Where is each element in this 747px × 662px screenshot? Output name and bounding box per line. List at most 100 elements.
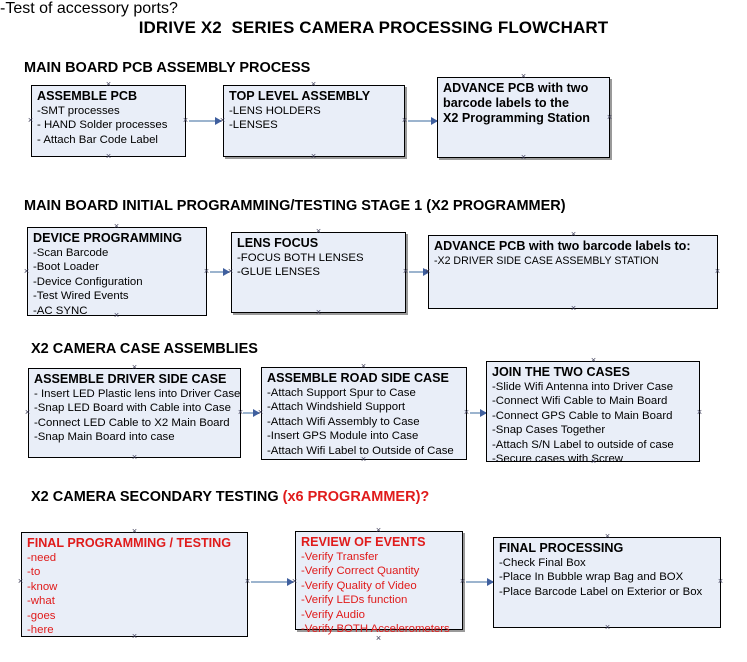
node-line: -AC SYNC	[33, 304, 88, 317]
node-line: -Device Configuration	[33, 275, 143, 288]
node-final-processing[interactable]: FINAL PROCESSING -Check Final Box -Place…	[493, 537, 721, 628]
node-title: DEVICE PROGRAMMING	[33, 231, 183, 245]
node-title: ASSEMBLE DRIVER SIDE CASE	[34, 372, 227, 386]
connection-handle-right[interactable]	[714, 268, 721, 275]
node-line: -Attach Windshield Support	[267, 401, 406, 414]
connection-handle-left[interactable]	[227, 268, 234, 275]
node-assemble-pcb[interactable]: ASSEMBLE PCB -SMT processes - HAND Solde…	[31, 85, 186, 157]
connection-handle-left[interactable]	[17, 578, 24, 585]
connection-handle-right[interactable]	[182, 117, 189, 124]
node-review-of-events[interactable]: REVIEW OF EVENTS -Verify Transfer -Verif…	[295, 531, 463, 635]
node-line: -Connect Wifi Cable to Main Board	[492, 395, 668, 408]
node-line: -goes	[27, 609, 56, 622]
connection-handle-top[interactable]	[520, 73, 527, 80]
connection-handle-left[interactable]	[24, 409, 31, 416]
node-line: -Boot Loader	[33, 261, 99, 274]
node-line: -Connect LED Cable to X2 Main Board	[34, 416, 230, 429]
connection-handle-right[interactable]	[696, 409, 703, 416]
section-heading-x2-camera-case-assemblies: X2 CAMERA CASE ASSEMBLIES	[31, 341, 258, 357]
node-title: FINAL PROCESSING	[499, 541, 624, 555]
connection-handle-bottom[interactable]	[310, 153, 317, 160]
node-line: -Verify BOTH Accelerometers	[301, 623, 450, 636]
node-line: -Check Final Box	[499, 557, 586, 569]
connection-handle-bottom[interactable]	[375, 635, 382, 642]
node-line: -Connect GPS Cable to Main Board	[492, 409, 673, 422]
section-heading-main-board-pcb-assembly: MAIN BOARD PCB ASSEMBLY PROCESS	[24, 60, 311, 76]
node-title: ADVANCE PCB with two	[443, 81, 589, 95]
node-title: ASSEMBLE PCB	[37, 89, 138, 103]
connection-handle-top[interactable]	[310, 81, 317, 88]
connection-handle-top[interactable]	[604, 533, 611, 540]
connection-handle-left[interactable]	[424, 268, 431, 275]
node-advance-pcb-driver-side-case[interactable]: ADVANCE PCB with two barcode labels to: …	[428, 235, 718, 309]
connection-handle-left[interactable]	[23, 268, 30, 275]
node-line: -FOCUS BOTH LENSES	[237, 252, 364, 264]
connection-handle-top[interactable]	[131, 364, 138, 371]
connection-handle-bottom[interactable]	[131, 454, 138, 461]
connection-handle-top[interactable]	[570, 231, 577, 238]
node-line: -Test Wired Events	[33, 290, 129, 303]
node-line: -know	[27, 580, 58, 593]
connection-handle-bottom[interactable]	[590, 458, 597, 465]
node-line: -Slide Wifi Antenna into Driver Case	[492, 381, 674, 393]
node-device-programming[interactable]: DEVICE PROGRAMMING -Scan Barcode -Boot L…	[27, 227, 207, 317]
node-title: REVIEW OF EVENTS	[301, 535, 426, 549]
connection-handle-top[interactable]	[375, 527, 382, 534]
node-line: -LENSES	[229, 119, 278, 132]
connection-handle-bottom[interactable]	[570, 305, 577, 312]
node-line: -Verify LEDs function	[301, 594, 408, 607]
node-line: X2 Programming Station	[443, 111, 590, 125]
node-line: -here	[27, 624, 54, 637]
connection-handle-right[interactable]	[244, 578, 251, 585]
node-line: -Verify Audio	[301, 608, 365, 621]
connection-handle-right[interactable]	[463, 409, 470, 416]
node-join-the-two-cases[interactable]: JOIN THE TWO CASES -Slide Wifi Antenna i…	[486, 361, 700, 465]
connection-handle-top[interactable]	[113, 223, 120, 230]
connection-handle-top[interactable]	[105, 81, 112, 88]
node-assemble-road-side-case[interactable]: ASSEMBLE ROAD SIDE CASE -Attach Support …	[261, 367, 467, 460]
connection-handle-left[interactable]	[27, 117, 34, 124]
node-line: -GLUE LENSES	[237, 266, 320, 279]
node-line: - Attach Bar Code Label	[37, 133, 158, 146]
connection-handle-right[interactable]	[402, 268, 409, 275]
connection-handle-left[interactable]	[257, 409, 264, 416]
connection-handle-bottom[interactable]	[520, 154, 527, 161]
node-top-level-assembly[interactable]: TOP LEVEL ASSEMBLY -LENS HOLDERS -LENSES	[223, 85, 405, 157]
connection-handle-bottom[interactable]	[360, 456, 367, 463]
node-line: -Verify Correct Quantity	[301, 565, 420, 578]
connection-handle-top[interactable]	[131, 528, 138, 535]
connection-handle-right[interactable]	[606, 114, 613, 121]
node-line: -Attach Support Spur to Case	[267, 387, 416, 399]
connection-handle-bottom[interactable]	[131, 633, 138, 640]
connection-handle-left[interactable]	[219, 117, 226, 124]
node-title: FINAL PROGRAMMING / TESTING	[27, 536, 232, 550]
node-line: -LENS HOLDERS	[229, 105, 321, 117]
page-title: IDRIVE X2 SERIES CAMERA PROCESSING FLOWC…	[138, 18, 609, 37]
connector-arrow	[189, 117, 222, 125]
node-line: -Snap LED Board with Cable into Case	[34, 402, 231, 415]
connection-handle-right[interactable]	[203, 268, 210, 275]
connection-handle-right[interactable]	[717, 578, 724, 585]
connection-handle-right[interactable]	[401, 117, 408, 124]
node-line: -SMT processes	[37, 105, 120, 117]
connection-handle-bottom[interactable]	[315, 309, 322, 316]
connection-handle-top[interactable]	[360, 363, 367, 370]
connector-arrow	[466, 578, 494, 586]
connection-handle-right[interactable]	[459, 578, 466, 585]
node-final-programming-testing[interactable]: FINAL PROGRAMMING / TESTING -need -to -k…	[21, 532, 248, 637]
node-line: -Scan Barcode	[33, 247, 109, 259]
node-lens-focus[interactable]: LENS FOCUS -FOCUS BOTH LENSES -GLUE LENS…	[231, 232, 406, 313]
node-line: -Verify Transfer	[301, 551, 379, 563]
connection-handle-top[interactable]	[590, 357, 597, 364]
connection-handle-top[interactable]	[315, 228, 322, 235]
node-assemble-driver-side-case[interactable]: ASSEMBLE DRIVER SIDE CASE - Insert LED P…	[28, 368, 241, 458]
connector-arrow	[251, 578, 294, 586]
connection-handle-bottom[interactable]	[604, 624, 611, 631]
connection-handle-bottom[interactable]	[113, 312, 120, 319]
node-title: JOIN THE TWO CASES	[492, 365, 630, 379]
connection-handle-left[interactable]	[291, 578, 298, 585]
connection-handle-bottom[interactable]	[105, 153, 112, 160]
node-line: -X2 DRIVER SIDE CASE ASSEMBLY STATION	[434, 255, 659, 267]
node-advance-pcb-programming-station[interactable]: ADVANCE PCB with two barcode labels to t…	[437, 77, 610, 158]
